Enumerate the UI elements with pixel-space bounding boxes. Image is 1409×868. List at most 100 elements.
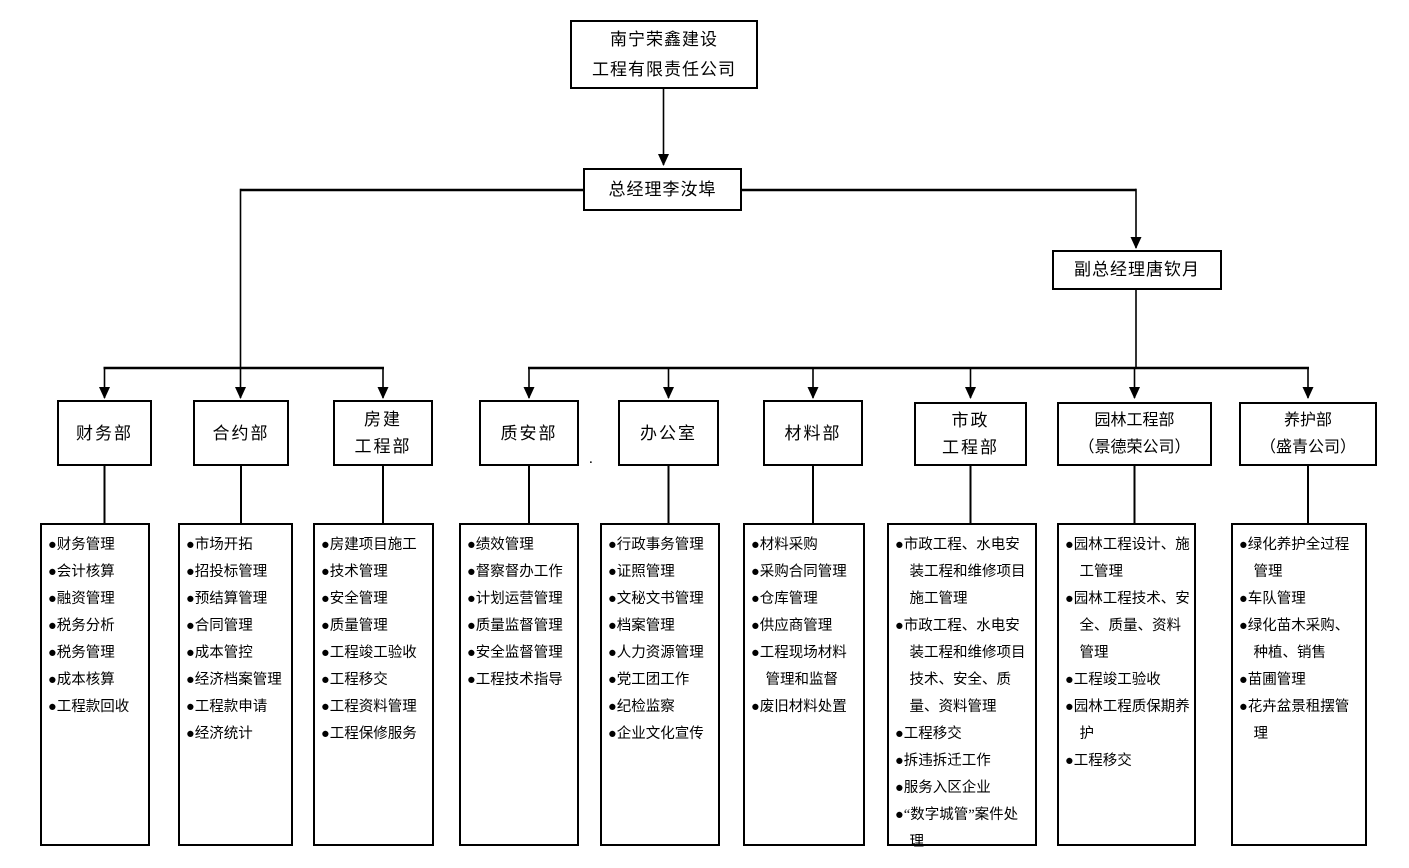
duty-item: ●市场开拓 <box>186 537 253 553</box>
duty-item: ●融资管理 <box>48 591 115 607</box>
duty-item: ●供应商管理 <box>751 618 833 634</box>
duty-item: ●督察督办工作 <box>467 564 563 580</box>
duty-item: ●经济统计 <box>186 726 253 742</box>
duty-item: ●党工团工作 <box>608 672 690 688</box>
duty-item: ●文秘文书管理 <box>608 591 704 607</box>
dept-box-municipal-engineering: 市政 工程部 <box>914 402 1027 466</box>
dept-label: （盛青公司） <box>1259 439 1356 456</box>
duty-item: ●废旧材料处置 <box>751 699 847 715</box>
dept-label: 合约部 <box>212 423 270 443</box>
duty-list-landscape-engineering: ●园林工程设计、施工管理 ●园林工程技术、安全、质量、资料管理 ●工程竣工验收 ●园林… <box>1057 523 1196 846</box>
duty-item: ●技术管理 <box>321 564 388 580</box>
duty-item: ●工程技术指导 <box>467 672 563 688</box>
duty-item: ●安全管理 <box>321 591 388 607</box>
dept-label: 办公室 <box>640 423 697 443</box>
duty-item: ●房建项目施工 <box>321 537 417 553</box>
duty-item: ●成本管控 <box>186 645 253 661</box>
dept-box-housing-construction: 房建 工程部 <box>333 400 433 466</box>
connector-gm-right-branch <box>741 188 1142 249</box>
duty-item: ●工程移交 <box>895 726 962 742</box>
duty-item: ●车队管理 <box>1239 591 1306 607</box>
duty-item: ●工程竣工验收 <box>321 645 417 661</box>
general-manager-box: 总经理李汝埠 <box>583 168 742 211</box>
duty-item: ●苗圃管理 <box>1239 672 1306 688</box>
duty-item: ●档案管理 <box>608 618 675 634</box>
dept-label: 养护部 <box>1283 412 1332 429</box>
duty-item: ●工程资料管理 <box>321 699 417 715</box>
duty-list-maintenance: ●绿化养护全过程管理●车队管理●绿化苗木采购、种植、销售●苗圃管理●花卉盆景租摆… <box>1231 523 1367 846</box>
duty-list-office: ●行政事务管理●证照管理●文秘文书管理●档案管理●人力资源管理●党工团工作●纪检… <box>600 523 720 846</box>
duty-item: ●材料采购 <box>751 537 818 553</box>
deputy-general-manager-label: 副总经理唐钦月 <box>1074 260 1200 279</box>
company-name-line1: 南宁荣鑫建设 <box>610 29 718 49</box>
company-name-line2: 工程有限责任公司 <box>592 59 736 79</box>
duty-item: ●市政工程、水电安装工程和维修项目施工管理 <box>895 537 1026 607</box>
duty-item: ●税务管理 <box>48 645 115 661</box>
duty-list-finance: ●财务管理 ●会计核算 ●融资管理 ●税务分析 ●税务管理 ●成本核算 ●工程款回收 <box>40 523 150 846</box>
stray-period: . <box>589 451 593 467</box>
duty-list-quality-safety: ●绩效管理 ●督察督办工作 ●计划运营管理 ●质量监督管理 ●安全监督管理 ●工程技术指导 <box>459 523 579 846</box>
duty-item: ●“数字城管”案件处理 <box>895 807 1019 850</box>
deputy-general-manager-box: 副总经理唐钦月 <box>1052 250 1222 290</box>
duty-item: ●财务管理 <box>48 537 115 553</box>
duty-item: ●绩效管理 <box>467 537 534 553</box>
dept-box-landscape-engineering: 园林工程部 （景德荣公司） <box>1057 402 1212 466</box>
duty-item: ●人力资源管理 <box>608 645 704 661</box>
duty-item: ●仓库管理 <box>751 591 818 607</box>
duty-item: ●合同管理 <box>186 618 253 634</box>
dept-label: 工程部 <box>354 437 412 456</box>
dept-label: 工程部 <box>942 438 999 457</box>
duty-list-housing-construction: ●房建项目施工 ●技术管理 ●安全管理 ●质量管理 ●工程竣工验收 ●工程移交 ●工程资料管… <box>313 523 434 846</box>
dept-label: （景德荣公司） <box>1078 439 1191 456</box>
duty-item: ●预结算管理 <box>186 591 268 607</box>
duty-item: ●市政工程、水电安装工程和维修项目技术、安全、质量、资料管理 <box>895 618 1026 715</box>
dept-label: 质安部 <box>500 423 558 443</box>
duty-item: ●成本核算 <box>48 672 115 688</box>
duty-item: ●企业文化宣传 <box>608 726 704 742</box>
dept-box-office: 办公室 <box>618 400 719 466</box>
dept-label: 市政 <box>951 411 990 430</box>
dept-label: 园林工程部 <box>1094 412 1175 429</box>
dept-box-materials: 材料部 <box>763 400 863 466</box>
duty-item: ●工程保修服务 <box>321 726 417 742</box>
duty-item: ●质量监督管理 <box>467 618 563 634</box>
dept-box-finance: 财务部 <box>57 400 152 466</box>
dept-label: 财务部 <box>76 423 133 443</box>
dept-label: 材料部 <box>784 423 842 443</box>
duty-item: ●工程现场材料管理和监督 <box>751 645 847 688</box>
duty-item: ●计划运营管理 <box>467 591 563 607</box>
duty-item: ●安全监督管理 <box>467 645 563 661</box>
duty-item: ●税务分析 <box>48 618 115 634</box>
general-manager-label: 总经理李汝埠 <box>608 179 717 199</box>
duty-item: ●拆违拆迁工作 <box>895 753 991 769</box>
duty-item: ●园林工程设计、施工管理 <box>1065 537 1190 580</box>
duty-item: ●服务入区企业 <box>895 780 991 796</box>
connector-dept-duty-lines <box>103 465 1309 525</box>
duty-item: ●园林工程质保期养护 <box>1065 699 1190 742</box>
duty-item: ●园林工程技术、安全、质量、资料管理 <box>1065 591 1190 661</box>
duty-list-contracts: ●市场开拓 ●招投标管理 ●预结算管理 ●合同管理 ●成本管控 ●经济档案管理 ●工程款申请… <box>178 523 293 846</box>
dept-box-quality-safety: 质安部 <box>479 400 579 466</box>
duty-item: ●绿化苗木采购、种植、销售 <box>1239 618 1350 661</box>
company-box: 南宁荣鑫建设 工程有限责任公司 <box>570 20 758 89</box>
duty-item: ●证照管理 <box>608 564 675 580</box>
dept-box-maintenance: 养护部 （盛青公司） <box>1239 402 1377 466</box>
duty-item: ●纪检监察 <box>608 699 675 715</box>
duty-item: ●工程竣工验收 <box>1065 672 1161 688</box>
duty-item: ●工程移交 <box>321 672 388 688</box>
duty-item: ●花卉盆景租摆管理 <box>1239 699 1350 742</box>
connector-deputy-branch <box>523 290 1314 399</box>
duty-item: ●经济档案管理 <box>186 672 282 688</box>
dept-label: 房建 <box>364 410 402 429</box>
duty-item: ●工程款回收 <box>48 699 130 715</box>
duty-item: ●质量管理 <box>321 618 388 634</box>
duty-list-municipal-engineering: ●市政工程、水电安装工程和维修项目施工管理 ●市政工程、水电安装工程和维修项目技术… <box>887 523 1037 850</box>
duty-item: ●招投标管理 <box>186 564 268 580</box>
duty-item: ●工程款申请 <box>186 699 268 715</box>
dept-box-contracts: 合约部 <box>193 400 289 466</box>
duty-item: ●工程移交 <box>1065 753 1132 769</box>
connector-gm-left-branch <box>99 188 584 399</box>
duty-item: ●会计核算 <box>48 564 115 580</box>
